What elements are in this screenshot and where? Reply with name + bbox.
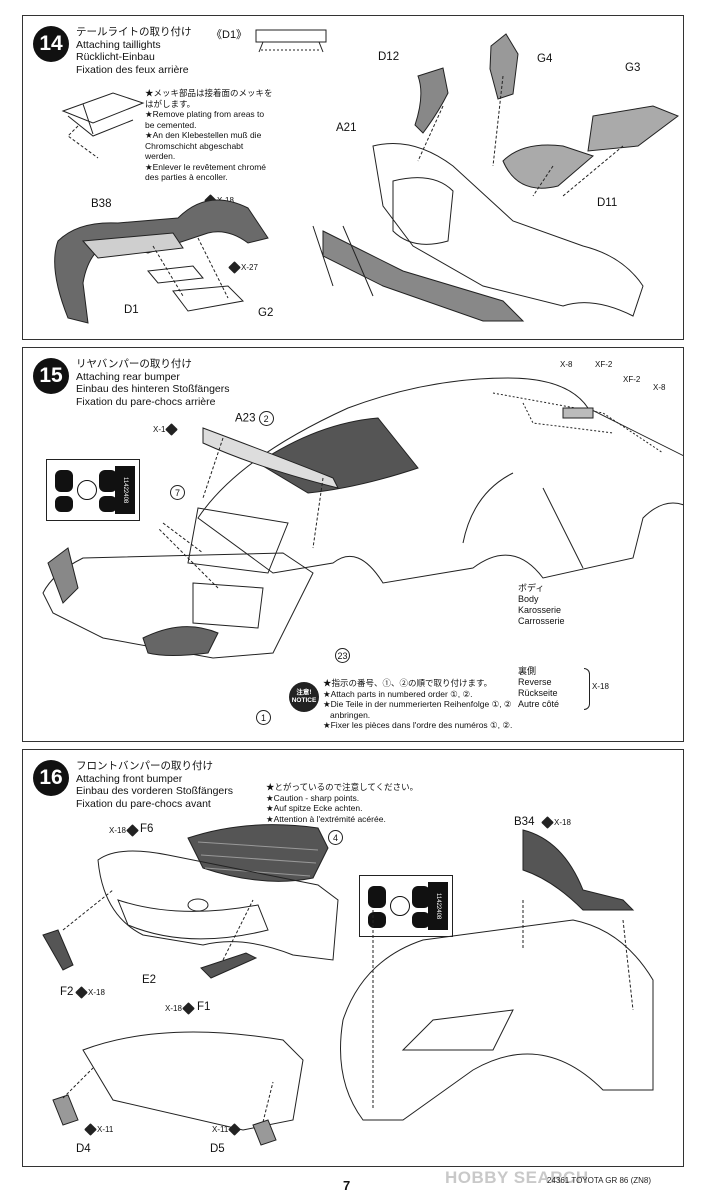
screw-ref-x1: X-1 [153,423,179,436]
step15-title-fr: Fixation du pare-chocs arrière [76,395,216,408]
sticker-shape [412,886,430,908]
step15-panel: 15 リヤバンパーの取り付け Attaching rear bumper Ein… [22,347,684,742]
part-label-g4: G4 [537,53,553,65]
step15-number: 15 [33,358,69,394]
step-ref-1: 1 [256,710,271,725]
sticker-callout: 11422408 [46,459,140,521]
step16-title-en: Attaching front bumper [76,772,183,785]
step14-panel: 14 テールライトの取り付け Attaching taillights Rück… [22,15,684,340]
screw-ref-xf2-right: XF-2 [623,375,641,384]
sticker-shape [99,470,117,492]
page-footer-code: 24361 TOYOTA GR 86 (ZN8) [547,1176,652,1185]
part-label-b34: B34 [514,816,535,828]
step14-title-fr: Fixation des feux arrière [76,63,189,76]
step14-title-de: Rücklicht-Einbau [76,51,155,63]
part-label-d4: D4 [76,1143,91,1155]
step15-title-de: Einbau des hinteren Stoßfängers [76,383,230,395]
notice-badge: 注意! NOTICE [289,682,319,712]
watermark: HOBBY SEARCH [445,1168,589,1187]
step16-title: フロントバンパーの取り付け Attaching front bumper Ein… [76,760,233,810]
screw-ref-x18: X-18 [592,682,609,691]
step-ref-4: 4 [328,830,343,845]
sticker-code: 11422408 [428,882,448,930]
step14-illustration [54,29,680,324]
screw-ref-x11-d5: X-11 [212,1123,242,1136]
notice-text: ★指示の番号、①、②の順で取り付けます。 ★Attach parts in nu… [323,678,513,730]
part-label-d12: D12 [378,51,400,63]
toyota-logo-icon [390,896,410,916]
part-label-d5: D5 [210,1143,225,1155]
step15-title-en: Attaching rear bumper [76,370,180,383]
screw-ref-xf2-left: XF-2 [595,360,613,369]
step15-title-ja: リヤバンパーの取り付け [76,358,192,370]
part-label-d1: D1 [124,304,139,316]
step16-title-ja: フロントバンパーの取り付け [76,760,214,772]
reverse-label: 裏側 Reverse Rückseite Autre côté [518,666,560,709]
screw-ref-x18-f1: X-18 [165,1002,195,1015]
step16-number: 16 [33,760,69,796]
step16-caution-note: ★とがっているので注意してください。 ★Caution - sharp poin… [266,782,419,824]
step14-title-ja: テールライトの取り付け [76,26,192,38]
step14-number: 14 [33,26,69,62]
sticker-code: 11422408 [115,466,135,514]
part-label-e2: E2 [142,974,157,986]
part-label-d11: D11 [597,197,618,209]
part-label-a23: A23 2 [235,411,274,426]
step14-plating-note: ★メッキ部品は接着面のメッキを はがします。 ★Remove plating f… [145,88,273,182]
sticker-shape [368,886,386,908]
part-label-f1: F1 [197,1001,211,1013]
step14-inset-label: 《D1》 [211,29,248,41]
sticker-shape [55,496,73,512]
screw-ref-x8-right: X-8 [653,383,666,392]
part-label-f6: F6 [140,823,154,835]
step14-title: テールライトの取り付け Attaching taillights Rücklic… [76,26,192,76]
step15-title: リヤバンパーの取り付け Attaching rear bumper Einbau… [76,358,230,408]
toyota-logo-icon [77,480,97,500]
step15-illustration [42,377,683,659]
step-ref-23: 23 [335,648,350,663]
step16-title-fr: Fixation du pare-chocs avant [76,797,211,810]
step14-title-en: Attaching taillights [76,38,161,51]
screw-ref-x18-f2: X-18 [75,986,105,999]
screw-ref-x18-b34: X-18 [541,816,571,829]
page-number: 7 [343,1178,351,1193]
screw-ref-x11-d4: X-11 [84,1123,113,1136]
sticker-callout: 11422408 [359,875,453,937]
step16-panel: 16 フロントバンパーの取り付け Attaching front bumper … [22,749,684,1167]
screw-ref-x18-f6: X-18 [109,824,139,837]
screw-ref-x8-left: X-8 [560,360,573,369]
step-ref-7: 7 [170,485,185,500]
screw-ref-x27: X-27 [228,261,258,274]
sticker-shape [99,496,117,512]
sticker-shape [412,912,430,928]
part-label-b38: B38 [91,198,112,210]
part-label-a21: A21 [336,122,357,134]
sticker-shape [55,470,73,492]
body-label: ボディ Body Karosserie Carrosserie [518,583,565,626]
part-label-f2: F2 [60,986,74,998]
step16-title-de: Einbau des vorderen Stoßfängers [76,785,234,797]
part-label-g3: G3 [625,62,641,74]
step16-illustration [42,824,654,1146]
part-label-g2: G2 [258,307,274,319]
